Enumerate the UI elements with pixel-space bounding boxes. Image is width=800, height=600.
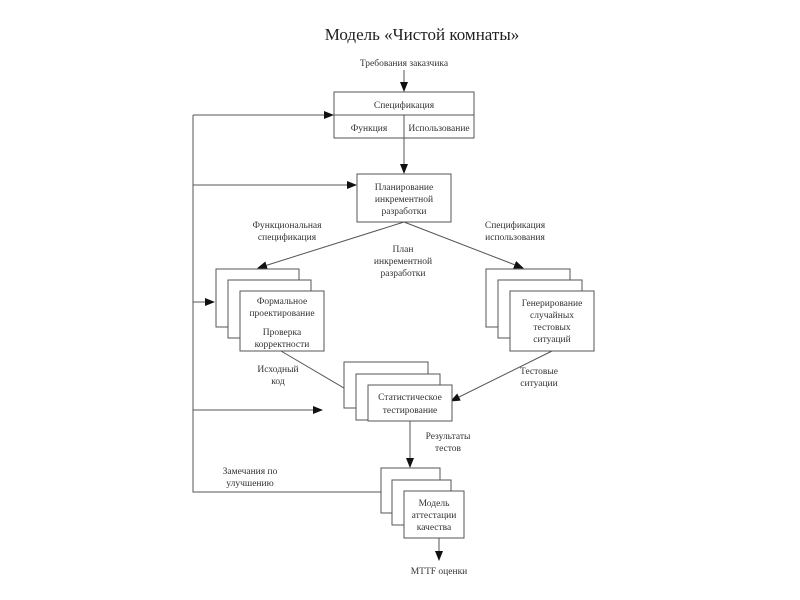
planning-box: Планирование инкрементной разработки — [356, 173, 452, 223]
label-usage-spec-1: Спецификация — [485, 220, 546, 231]
label-results-1: Результаты — [426, 432, 471, 442]
label-source-code-1: Исходный — [257, 364, 298, 375]
svg-text:проектирование: проектирование — [249, 309, 314, 319]
svg-text:тестовых: тестовых — [533, 323, 570, 333]
svg-text:Модель: Модель — [419, 499, 450, 509]
svg-text:Планирование: Планирование — [375, 183, 433, 193]
label-feedback-2: улучшению — [226, 479, 273, 489]
formal-design-box: Формальное проектирование Проверка корре… — [215, 268, 325, 352]
label-test-cases-1: Тестовые — [520, 367, 558, 377]
svg-text:тестирование: тестирование — [383, 406, 438, 416]
spec-usage: Использование — [408, 124, 469, 134]
diagram-title: Модель «Чистой комнаты» — [325, 25, 520, 44]
planning-to-generation-arrow — [403, 221, 524, 269]
svg-text:ситуаций: ситуаций — [533, 334, 570, 345]
input-label: Требования заказчика — [360, 58, 449, 69]
svg-text:качества: качества — [417, 523, 452, 533]
svg-text:разработки: разработки — [382, 206, 427, 217]
label-plan-1: План — [393, 245, 414, 255]
spec-function: Функция — [351, 124, 388, 134]
specification-box: Спецификация Функция Использование — [333, 91, 475, 139]
svg-text:Статистическое: Статистическое — [378, 393, 442, 403]
label-results-2: тестов — [435, 444, 462, 454]
svg-text:Формальное: Формальное — [257, 297, 307, 307]
label-test-cases-2: ситуации — [520, 379, 557, 389]
statistical-testing-box: Статистическое тестирование — [343, 361, 453, 422]
test-cases-arrow — [450, 350, 553, 402]
svg-text:случайных: случайных — [530, 310, 574, 321]
label-functional-spec-1: Функциональная — [252, 221, 322, 231]
svg-text:Генерирование: Генерирование — [522, 299, 583, 309]
svg-text:Проверка: Проверка — [263, 328, 302, 338]
label-feedback-1: Замечания по — [223, 467, 278, 477]
label-plan-2: инкрементной — [374, 256, 432, 267]
spec-title: Спецификация — [374, 100, 435, 111]
label-functional-spec-2: спецификация — [258, 232, 317, 243]
planning-to-formal-arrow — [257, 221, 405, 270]
label-usage-spec-2: использования — [485, 233, 545, 243]
output-label: MTTF оценки — [411, 567, 468, 577]
svg-text:корректности: корректности — [255, 340, 310, 350]
label-plan-3: разработки — [381, 268, 426, 279]
label-source-code-2: код — [271, 377, 285, 387]
svg-text:инкрементной: инкрементной — [375, 194, 433, 205]
test-generation-box: Генерирование случайных тестовых ситуаци… — [485, 268, 595, 352]
svg-text:аттестации: аттестации — [412, 511, 457, 521]
feedback-loop — [192, 111, 381, 493]
quality-certification-box: Модель аттестации качества — [380, 467, 465, 539]
